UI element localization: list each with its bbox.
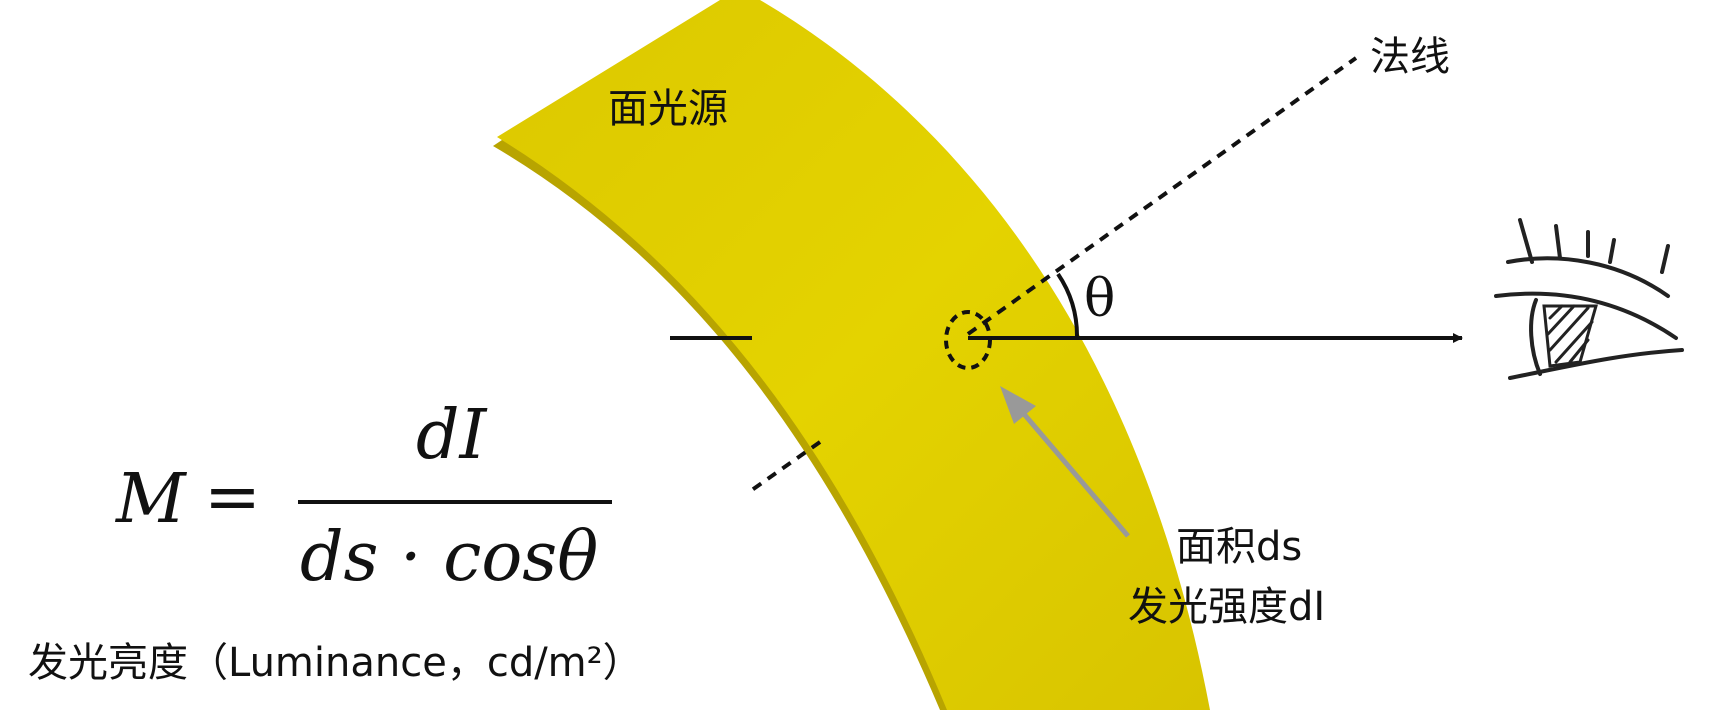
- eye-icon: [1494, 218, 1684, 380]
- normal-label: 法线: [1370, 34, 1450, 80]
- luminance-formula: M = dI ds · cosθ: [114, 396, 612, 597]
- surface-light-source: [493, 0, 1210, 710]
- pointer-arrow: [1000, 386, 1130, 538]
- area-element-circle: [944, 310, 992, 370]
- luminance-caption: 发光亮度（Luminance，cd/m²）: [28, 640, 643, 686]
- normal-line-behind: [750, 440, 822, 492]
- formula-denominator: ds · cosθ: [300, 518, 598, 597]
- normal-line: [966, 56, 1358, 336]
- formula-numerator: dI: [416, 396, 488, 475]
- formula-lhs: M: [114, 460, 188, 539]
- area-label: 面积ds: [1176, 524, 1302, 570]
- surface-source-label: 面光源: [608, 86, 728, 132]
- formula-equals: =: [204, 458, 261, 537]
- light-source-band: [497, 0, 1210, 710]
- intensity-label: 发光强度dI: [1128, 584, 1325, 630]
- theta-label: θ: [1084, 269, 1115, 329]
- angle-arc: [1056, 272, 1080, 337]
